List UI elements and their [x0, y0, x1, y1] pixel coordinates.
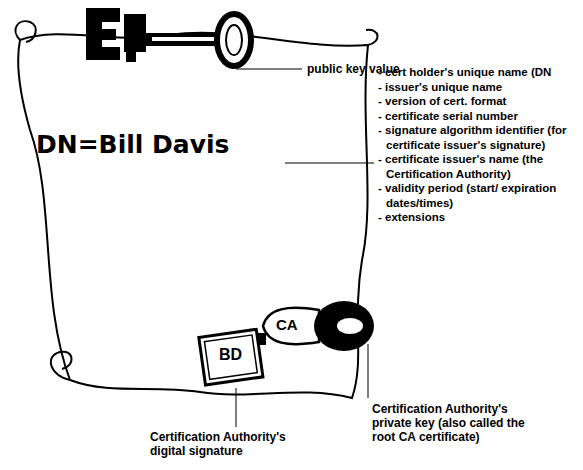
field-list: - cert holder's unique name (DN- issuer'… — [378, 65, 578, 225]
field-item: - certificate issuer's name (the Certifi… — [378, 152, 578, 181]
leader-line — [236, 69, 302, 70]
holder-name: DN=Bill Davis — [36, 130, 376, 159]
callout-label: Certification Authority's digital signat… — [150, 430, 308, 458]
certificate-scroll: CA DN=Bill Davis — [8, 22, 376, 410]
key-ring — [217, 14, 251, 66]
field-item: - issuer's unique name — [378, 80, 578, 95]
seal-inner-outline — [204, 335, 257, 379]
ca-key-body: CA — [262, 304, 320, 348]
ca-key-handle — [314, 301, 374, 351]
leader-line — [285, 163, 374, 164]
ca-key-shaft — [258, 333, 266, 345]
scroll-edge — [18, 33, 368, 398]
scroll-curl — [15, 21, 35, 42]
field-item: - version of cert. format — [378, 94, 578, 109]
scroll-outline — [8, 22, 376, 410]
signature-seal — [199, 329, 263, 385]
scroll-curl — [51, 352, 72, 380]
key-shaft-groove — [152, 37, 214, 41]
callout-label: Certification Authority's private key (a… — [372, 402, 530, 444]
scroll-curl — [366, 30, 378, 45]
key-body-shape — [263, 308, 319, 344]
field-item: - validity period (start/ expiration dat… — [378, 181, 578, 210]
ca-label: CA — [276, 316, 320, 333]
ca-key-handle-hole — [337, 318, 363, 334]
key-bit — [86, 8, 120, 60]
seal-initials: BD — [219, 348, 242, 362]
key-ring-inner — [226, 25, 242, 55]
leader-line — [368, 344, 369, 398]
key-bit — [124, 14, 146, 62]
field-item: - certificate serial number — [378, 109, 578, 124]
field-label: public key value — [307, 62, 400, 76]
seal-outline — [199, 329, 263, 385]
scroll-shape — [15, 21, 377, 398]
leader-line — [236, 388, 237, 427]
key-shaft — [146, 33, 218, 46]
field-item: - signature algorithm identifier (for ce… — [378, 123, 578, 152]
field-item: - cert holder's unique name (DN — [378, 65, 578, 80]
key-illustration — [86, 8, 251, 66]
field-item: - extensions — [378, 210, 578, 225]
